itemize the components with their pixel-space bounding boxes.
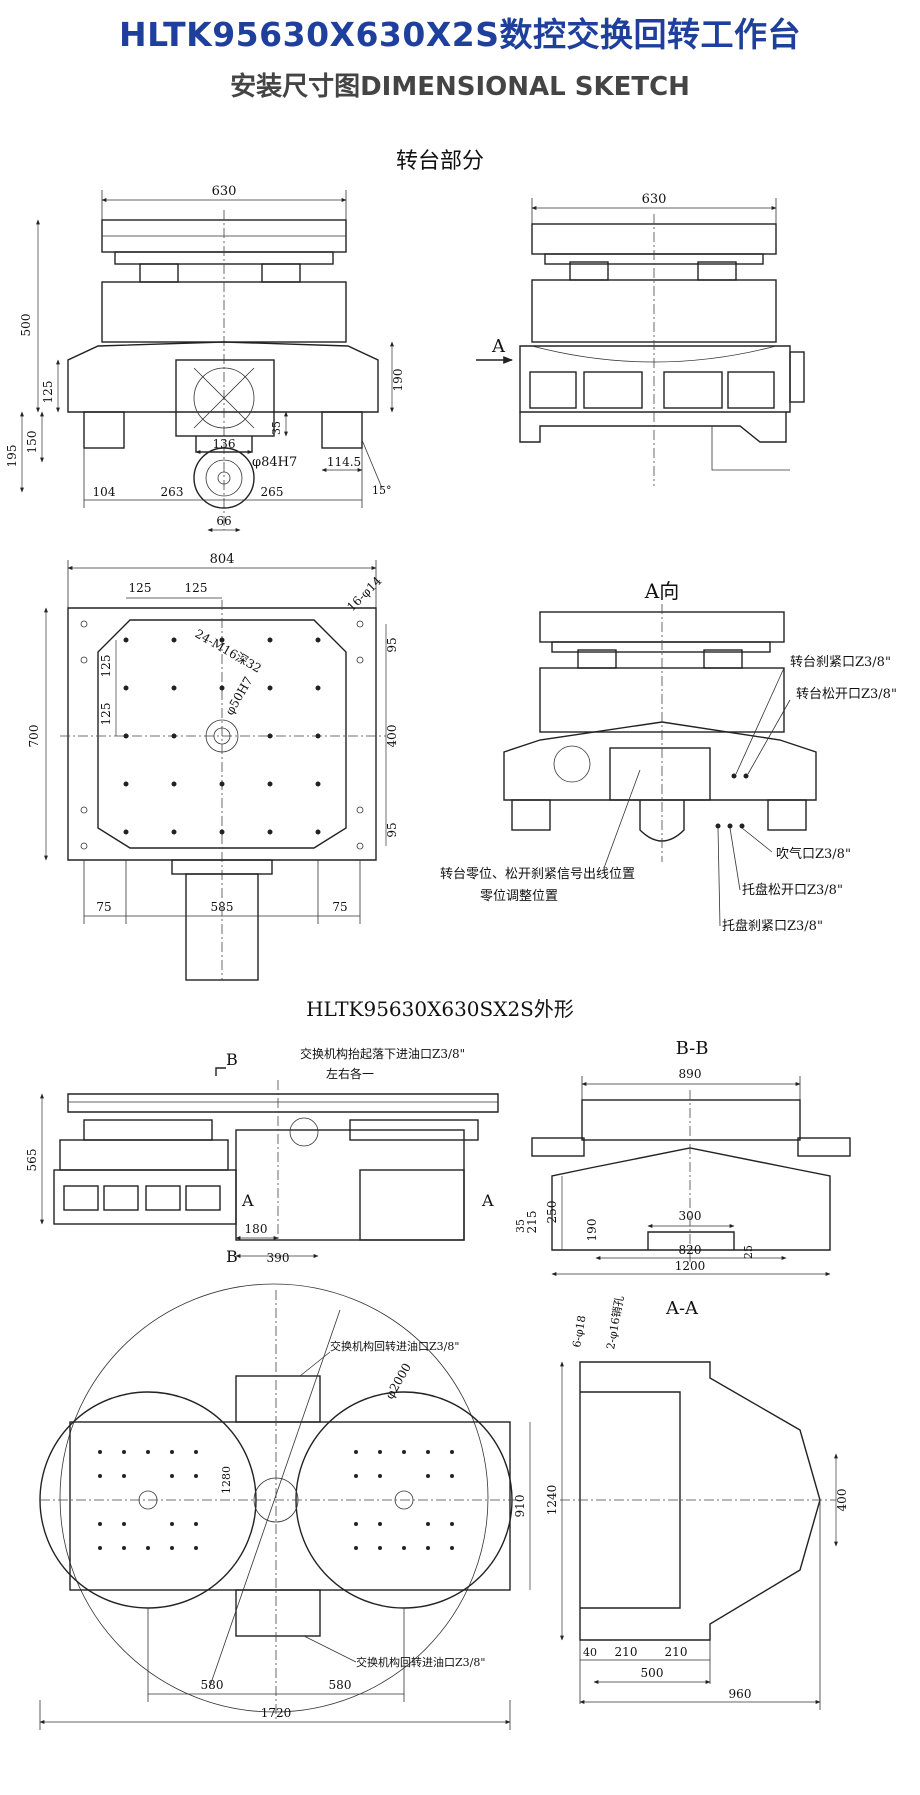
dim-210-b: 210 <box>665 1645 688 1659</box>
view-a-title: A向 <box>644 579 679 603</box>
dim-136: 136 <box>213 437 236 451</box>
section1-title: 转台部分 <box>396 149 484 174</box>
label-air: 吹气口Z3/8" <box>776 846 851 862</box>
dim-500: 500 <box>19 314 33 337</box>
view-a: A向 转台刹紧口Z3/8" 转台松开口Z3/8" 吹气口Z3/8" 托盘松开口Z… <box>440 579 897 934</box>
label-zero-adjust: 零位调整位置 <box>480 889 558 904</box>
dim-580-b: 580 <box>329 1678 352 1692</box>
dim-75-b: 75 <box>332 900 347 914</box>
dim-125-a: 125 <box>129 581 152 595</box>
dim-890: 890 <box>679 1067 702 1081</box>
dim-630-front: 630 <box>212 184 237 199</box>
dim-75-a: 75 <box>96 900 111 914</box>
dim-104: 104 <box>93 485 116 499</box>
label-pallet-release: 托盘松开口Z3/8" <box>742 882 843 898</box>
dim-2phi16: 2-φ16销孔 <box>603 1294 626 1350</box>
side-view: 630 A <box>476 192 805 486</box>
dim-114-5: 114.5 <box>327 455 361 469</box>
dim-265: 265 <box>261 485 284 499</box>
dim-35: 35 <box>270 421 283 435</box>
label-b-bottom: B <box>226 1247 238 1266</box>
dim-215: 215 <box>525 1211 539 1234</box>
dim-804: 804 <box>210 552 235 567</box>
label-b-top: B <box>226 1050 238 1069</box>
pallet-holes-left <box>98 1450 198 1550</box>
dim-40: 40 <box>583 1646 597 1659</box>
dim-400: 400 <box>385 725 399 748</box>
exchange-side-view: B 交换机构抬起落下进油口Z3/8" 左右各一 565 A A 180 B 39… <box>25 1046 499 1266</box>
view-a-a: A-A 6-φ18 2-φ16销孔 1240 400 40 210 210 50… <box>545 1294 849 1710</box>
dim-263: 263 <box>161 485 184 499</box>
aa-title: A-A <box>665 1298 699 1319</box>
dim-125-c: 125 <box>99 655 113 678</box>
dim-6phi18: 6-φ18 <box>570 1314 588 1348</box>
dim-24m16: 24-M16深32 <box>193 626 264 675</box>
dim-210-a: 210 <box>615 1645 638 1659</box>
dim-820: 820 <box>679 1243 702 1257</box>
dim-1240: 1240 <box>545 1485 559 1516</box>
dim-910: 910 <box>513 1495 527 1518</box>
label-pallet-clamp: 托盘刹紧口Z3/8" <box>722 918 823 934</box>
label-oil-rotate-bottom: 交换机构回转进油口Z3/8" <box>356 1655 485 1669</box>
arrow-a-label: A <box>491 336 506 357</box>
tapped-hole-grid <box>123 637 321 835</box>
dim-1280: 1280 <box>220 1466 233 1494</box>
dim-125-b: 125 <box>185 581 208 595</box>
dim-125-d: 125 <box>99 703 113 726</box>
label-signal-position: 转台零位、松开刹紧信号出线位置 <box>440 867 635 882</box>
dim-300: 300 <box>679 1209 702 1223</box>
dim-125: 125 <box>41 381 55 404</box>
front-view: 630 500 125 190 35 136 φ84H7 150 195 <box>5 184 405 532</box>
plan-view: 804 125 125 16-φ14 24-M16深32 125 125 φ50… <box>27 552 399 981</box>
dim-1720: 1720 <box>261 1706 292 1720</box>
label-oil-lift: 交换机构抬起落下进油口Z3/8" <box>300 1046 465 1061</box>
dim-500-aa: 500 <box>641 1666 664 1680</box>
dim-700: 700 <box>27 725 41 748</box>
dim-180: 180 <box>245 1222 268 1236</box>
dim-95-b: 95 <box>385 822 399 837</box>
section2-title: HLTK95630X630SX2S外形 <box>306 997 574 1021</box>
label-turntable-release: 转台松开口Z3/8" <box>796 687 897 702</box>
dim-15deg: 15° <box>372 484 392 497</box>
dim-150: 150 <box>25 431 39 454</box>
dim-50h7: φ50H7 <box>222 674 255 717</box>
label-oil-rotate-top: 交换机构回转进油口Z3/8" <box>330 1339 459 1353</box>
dim-630-side: 630 <box>642 192 667 207</box>
dim-250: 250 <box>545 1201 559 1224</box>
label-a-right: A <box>481 1191 494 1210</box>
dim-1200: 1200 <box>675 1259 706 1273</box>
dim-84h7: φ84H7 <box>252 455 297 470</box>
page-subtitle: 安装尺寸图DIMENSIONAL SKETCH <box>230 72 690 102</box>
page-title: HLTK95630X630X2S数控交换回转工作台 <box>118 15 802 54</box>
dim-400-aa: 400 <box>835 1489 849 1512</box>
mounting-holes <box>80 620 364 850</box>
exchange-plan-view: 交换机构回转进油口Z3/8" 交换机构回转进油口Z3/8" φ2000 910 … <box>39 1283 531 1730</box>
label-left-right: 左右各一 <box>326 1066 374 1081</box>
label-a-left: A <box>241 1191 254 1210</box>
dim-66: 66 <box>216 514 231 528</box>
label-turntable-clamp: 转台刹紧口Z3/8" <box>790 655 891 670</box>
dim-960: 960 <box>729 1687 752 1701</box>
dim-565: 565 <box>25 1149 39 1172</box>
dim-35-bb: 35 <box>514 1219 527 1233</box>
dim-580-a: 580 <box>201 1678 224 1692</box>
dim-190: 190 <box>391 369 405 392</box>
pallet-holes-right <box>354 1450 454 1550</box>
dim-95-a: 95 <box>385 637 399 652</box>
dim-25: 25 <box>742 1245 755 1259</box>
dim-195: 195 <box>5 445 19 468</box>
dim-2000: φ2000 <box>382 1361 414 1402</box>
dim-390: 390 <box>267 1251 290 1265</box>
dim-585: 585 <box>211 900 234 914</box>
dim-190-bb: 190 <box>585 1219 599 1242</box>
view-b-b: B-B 890 250 215 35 190 300 820 25 1200 <box>514 1038 851 1276</box>
bb-title: B-B <box>676 1038 709 1059</box>
